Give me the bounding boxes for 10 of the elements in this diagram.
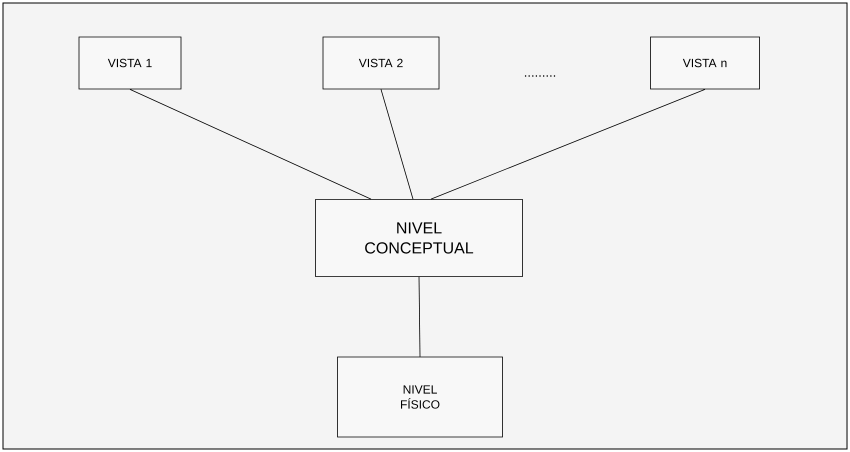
level-box: NIVEL FÍSICO: [337, 356, 503, 438]
level-box: VISTA 2: [322, 36, 440, 90]
level-box: NIVEL CONCEPTUAL: [315, 199, 523, 277]
connector-line: [130, 89, 372, 200]
ellipsis-text: .........: [524, 75, 556, 77]
connector-line: [418, 276, 420, 357]
connector-line: [430, 89, 706, 200]
level-box: VISTA n: [650, 36, 760, 90]
connector-line: [380, 89, 414, 200]
level-box: VISTA 1: [78, 36, 182, 90]
